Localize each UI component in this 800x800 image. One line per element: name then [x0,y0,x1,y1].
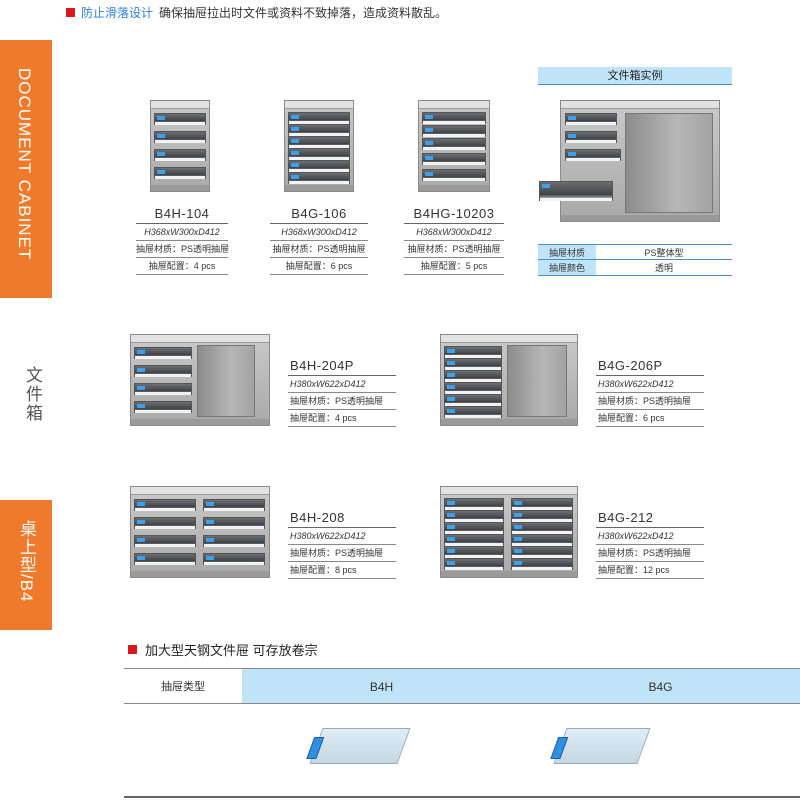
tray-handle-icon [550,737,569,759]
model-material: 抽屉材质：PS透明抽屉 [404,241,504,258]
model-material: 抽屉材质：PS透明抽屉 [136,241,229,258]
drawer-type-b4g: B4G [521,669,800,703]
model-size: H380xW622xD412 [596,528,704,545]
cabinet-b4h-208 [130,486,270,578]
model-info-b4g-106: B4G-106 H368xW300xD412 抽屉材质：PS透明抽屉 抽屉配置：… [270,206,368,275]
side-tab-english: DOCUMENT CABINET [0,40,52,298]
model-size: H368xW300xD412 [270,224,368,241]
side-english-label: DOCUMENT CABINET [15,68,34,261]
tray-image-b4h [306,728,411,764]
drawer-type-b4h: B4H [242,669,521,703]
model-material: 抽屉材质：PS透明抽屉 [288,545,396,562]
model-info-b4h-104: B4H-104 H368xW300xD412 抽屉材质：PS透明抽屉 抽屉配置：… [136,206,229,275]
example-row-key: 抽屉颜色 [538,260,596,275]
tray-image-b4g [550,728,651,764]
model-material: 抽屉材质：PS透明抽屉 [596,545,704,562]
model-config: 抽屉配置：6 pcs [596,410,704,427]
model-info-b4g-206p: B4G-206P H380xW622xD412 抽屉材质：PS透明抽屉 抽屉配置… [596,358,704,427]
example-cabinet-image [539,100,720,222]
side-chinese-label: 文件箱 [23,366,42,423]
model-config: 抽屉配置：12 pcs [596,562,704,579]
model-info-b4hg-10203: B4HG-10203 H368xW300xD412 抽屉材质：PS透明抽屉 抽屉… [404,206,504,275]
cabinet-b4g-206p [440,334,578,426]
model-size: H380xW622xD412 [288,528,396,545]
model-name: B4G-206P [598,358,663,373]
cabinet-b4g-212 [440,486,578,578]
red-square-icon [66,8,75,17]
model-config: 抽屉配置：6 pcs [270,258,368,275]
drawer-type-table: 抽屉类型 B4H B4G [124,668,800,704]
tray-handle-icon [306,737,325,759]
bottom-divider [124,796,800,798]
example-row-value: 透明 [654,263,673,273]
example-row: 抽屉颜色 透明 [538,260,732,276]
side-tab-type: 桌上型/B4 [0,500,52,630]
example-row-value: PS整体型 [644,248,684,258]
cabinet-b4g-106 [284,100,354,192]
model-name: B4G-106 [291,206,347,221]
model-config: 抽屉配置：8 pcs [288,562,396,579]
example-row-key: 抽屉材质 [538,245,596,259]
model-info-b4h-208: B4H-208 H380xW622xD412 抽屉材质：PS透明抽屉 抽屉配置：… [288,510,396,579]
top-note-text: 确保抽屉拉出时文件或资料不致掉落，造成资料散乱。 [159,6,448,20]
example-spec-table: 抽屉材质 PS整体型 抽屉颜色 透明 [538,244,732,276]
model-material: 抽屉材质：PS透明抽屉 [596,393,704,410]
red-square-icon [128,645,137,654]
model-info-b4g-212: B4G-212 H380xW622xD412 抽屉材质：PS透明抽屉 抽屉配置：… [596,510,704,579]
model-size: H368xW300xD412 [404,224,504,241]
model-name: B4H-104 [154,206,210,221]
example-row: 抽屉材质 PS整体型 [538,244,732,260]
model-name: B4HG-10203 [413,206,495,221]
model-size: H380xW622xD412 [288,376,396,393]
model-name: B4H-208 [290,510,345,525]
model-name: B4H-204P [290,358,354,373]
section-title-text: 加大型天钢文件屉 可存放卷宗 [145,643,318,658]
top-note: 防止滑落设计 确保抽屉拉出时文件或资料不致掉落，造成资料散乱。 [66,4,447,21]
example-title: 文件箱实例 [538,67,732,85]
model-info-b4h-204p: B4H-204P H380xW622xD412 抽屉材质：PS透明抽屉 抽屉配置… [288,358,396,427]
section-title: 加大型天钢文件屉 可存放卷宗 [128,640,318,659]
top-note-highlight: 防止滑落设计 [81,6,154,20]
model-config: 抽屉配置：5 pcs [404,258,504,275]
side-type-label: 桌上型/B4 [17,520,36,603]
model-config: 抽屉配置：4 pcs [136,258,228,275]
model-material: 抽屉材质：PS透明抽屉 [288,393,396,410]
model-size: H368xW300xD412 [136,224,228,241]
model-size: H380xW622xD412 [596,376,704,393]
cabinet-b4h-104 [150,100,210,192]
drawer-type-label: 抽屉类型 [124,669,242,703]
cabinet-b4hg-10203 [418,100,490,192]
model-material: 抽屉材质：PS透明抽屉 [270,241,368,258]
model-config: 抽屉配置：4 pcs [288,410,396,427]
model-name: B4G-212 [598,510,654,525]
drawer-type-header-row: 抽屉类型 B4H B4G [124,668,800,704]
cabinet-b4h-204p [130,334,270,426]
